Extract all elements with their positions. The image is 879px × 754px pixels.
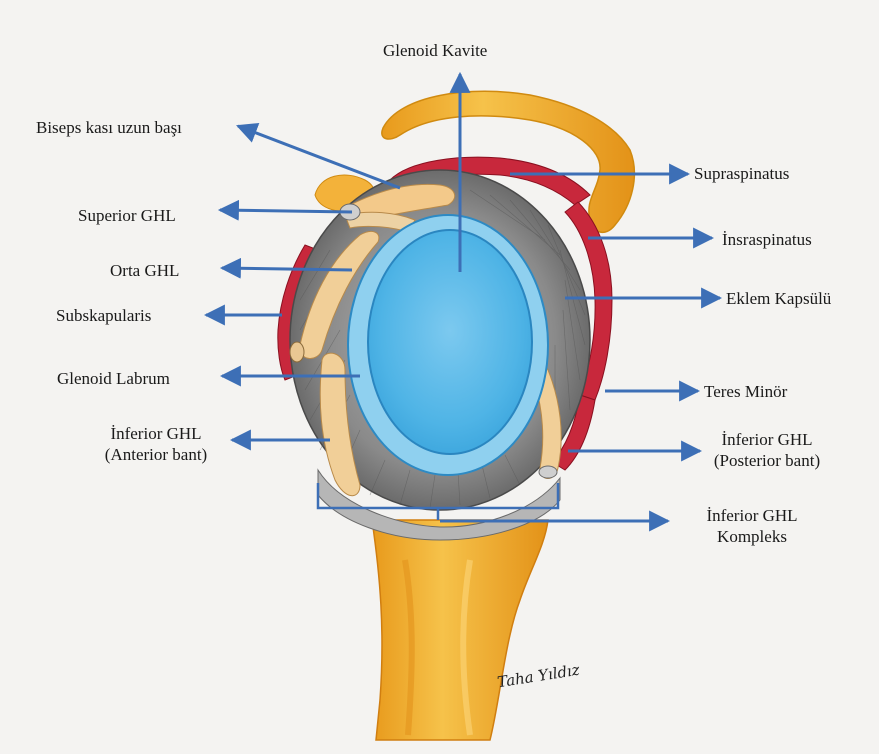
arrow-superior-ghl bbox=[220, 210, 352, 212]
label-inferior-ghl-kompleks-line2: Kompleks bbox=[682, 526, 822, 547]
glenoid-cavity bbox=[368, 230, 532, 454]
label-supraspinatus: Supraspinatus bbox=[694, 163, 789, 184]
label-biseps: Biseps kası uzun başı bbox=[36, 117, 182, 138]
label-glenoid-kavite: Glenoid Kavite bbox=[383, 40, 487, 61]
label-glenoid-labrum: Glenoid Labrum bbox=[57, 368, 170, 389]
arrow-biseps bbox=[238, 126, 400, 188]
label-inferior-ghl-kompleks: İnferior GHL Kompleks bbox=[682, 505, 822, 547]
label-inferior-ghl-posterior-line2: (Posterior bant) bbox=[692, 450, 842, 471]
humerus-shaft bbox=[372, 520, 548, 740]
label-inferior-ghl-anterior-line1: İnferior GHL bbox=[76, 423, 236, 444]
label-inferior-ghl-anterior-line2: (Anterior bant) bbox=[76, 444, 236, 465]
label-inferior-ghl-anterior: İnferior GHL (Anterior bant) bbox=[76, 423, 236, 465]
label-eklem-kapsulu: Eklem Kapsülü bbox=[726, 288, 831, 309]
label-inferior-ghl-posterior-line1: İnferior GHL bbox=[692, 429, 842, 450]
label-superior-ghl: Superior GHL bbox=[78, 205, 176, 226]
label-inferior-ghl-posterior: İnferior GHL (Posterior bant) bbox=[692, 429, 842, 471]
label-subskapularis: Subskapularis bbox=[56, 305, 151, 326]
label-inferior-ghl-kompleks-line1: İnferior GHL bbox=[682, 505, 822, 526]
label-orta-ghl: Orta GHL bbox=[110, 260, 179, 281]
label-teres-minor: Teres Minör bbox=[704, 381, 787, 402]
arrow-orta-ghl bbox=[222, 268, 352, 270]
label-insraspinatus: İnsraspinatus bbox=[722, 229, 812, 250]
